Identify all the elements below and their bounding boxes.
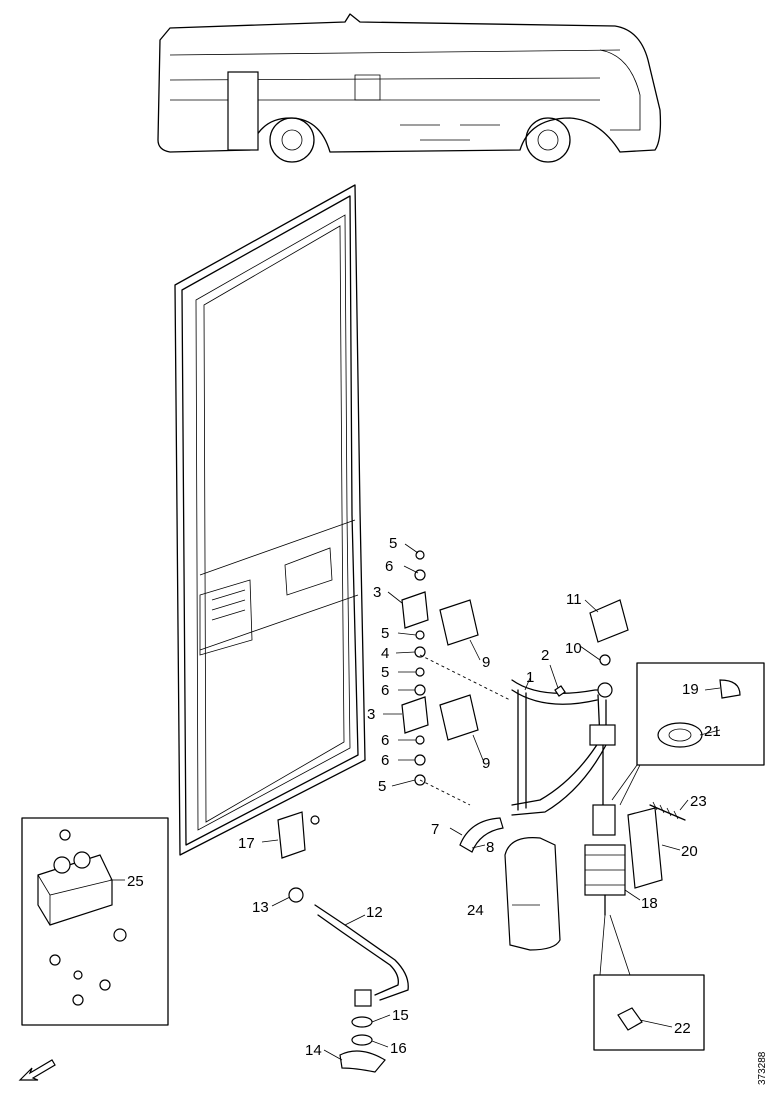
callout-13: 13 bbox=[252, 899, 269, 916]
callout-5b: 5 bbox=[381, 625, 389, 642]
callout-5c: 5 bbox=[381, 664, 389, 681]
callout-3a: 3 bbox=[373, 584, 381, 601]
callout-6a: 6 bbox=[385, 558, 393, 575]
hinge-bracket-lower bbox=[401, 696, 429, 734]
callout-9b: 9 bbox=[482, 755, 490, 772]
callout-1: 1 bbox=[526, 669, 534, 686]
door-panel bbox=[174, 184, 366, 856]
upper-bracket bbox=[589, 599, 629, 643]
callout-6c: 6 bbox=[381, 752, 389, 769]
callout-9a: 9 bbox=[482, 654, 490, 671]
callout-19: 19 bbox=[682, 681, 699, 698]
door-swing-arm bbox=[511, 679, 616, 816]
callout-22: 22 bbox=[674, 1020, 691, 1037]
lower-base-plate bbox=[339, 1050, 386, 1073]
callout-4b: 5 bbox=[378, 778, 386, 795]
valve-block bbox=[37, 854, 113, 926]
callout-10: 10 bbox=[565, 640, 582, 657]
leader-lines bbox=[110, 543, 721, 1061]
washer-part bbox=[657, 722, 703, 748]
callout-4a: 4 bbox=[381, 645, 389, 662]
callout-16: 16 bbox=[390, 1040, 407, 1057]
callout-12: 12 bbox=[366, 904, 383, 921]
hinge-hardware-group bbox=[401, 550, 511, 806]
callout-20: 20 bbox=[681, 843, 698, 860]
detail-box-left bbox=[21, 817, 169, 1026]
hinge-plate-upper bbox=[439, 599, 479, 646]
cylinder-cover bbox=[504, 837, 561, 951]
lower-bracket bbox=[277, 811, 306, 859]
bus-front-wheel bbox=[525, 117, 571, 163]
callout-14: 14 bbox=[305, 1042, 322, 1059]
bus-rear-wheel bbox=[269, 117, 315, 163]
detail-box-lower bbox=[593, 914, 705, 1051]
callout-24: 24 bbox=[467, 902, 484, 919]
detail-box-upper bbox=[611, 662, 765, 806]
document-number: 373288 bbox=[757, 1051, 768, 1085]
door-location-marker bbox=[227, 71, 259, 151]
arrow-down-left-icon bbox=[18, 1059, 56, 1081]
callout-21: 21 bbox=[704, 723, 721, 740]
callout-2: 2 bbox=[541, 647, 549, 664]
callout-5d: 6 bbox=[381, 732, 389, 749]
clip-part bbox=[719, 679, 741, 699]
callout-23: 23 bbox=[690, 793, 707, 810]
fitting-part bbox=[617, 1007, 643, 1031]
lower-rod-assembly bbox=[277, 811, 409, 1073]
actuator-cylinder bbox=[584, 744, 626, 916]
callout-8: 8 bbox=[486, 839, 494, 856]
callout-6b: 6 bbox=[381, 682, 389, 699]
callout-18: 18 bbox=[641, 895, 658, 912]
hinge-plate-lower bbox=[439, 694, 479, 741]
callout-5a: 5 bbox=[389, 535, 397, 552]
callout-labels: 5 6 3 5 4 5 6 3 6 6 5 9 9 1 2 10 11 7 8 … bbox=[127, 535, 721, 1059]
callout-15: 15 bbox=[392, 1007, 409, 1024]
hinge-bracket-upper bbox=[401, 591, 429, 629]
mounting-bracket bbox=[627, 807, 663, 889]
rubber-seal-part bbox=[459, 817, 504, 853]
callout-25: 25 bbox=[127, 873, 144, 890]
callout-11: 11 bbox=[566, 591, 582, 608]
callout-17: 17 bbox=[238, 835, 255, 852]
callout-7: 7 bbox=[431, 821, 439, 838]
bus-locator-illustration bbox=[157, 13, 662, 163]
callout-3b: 3 bbox=[367, 706, 375, 723]
